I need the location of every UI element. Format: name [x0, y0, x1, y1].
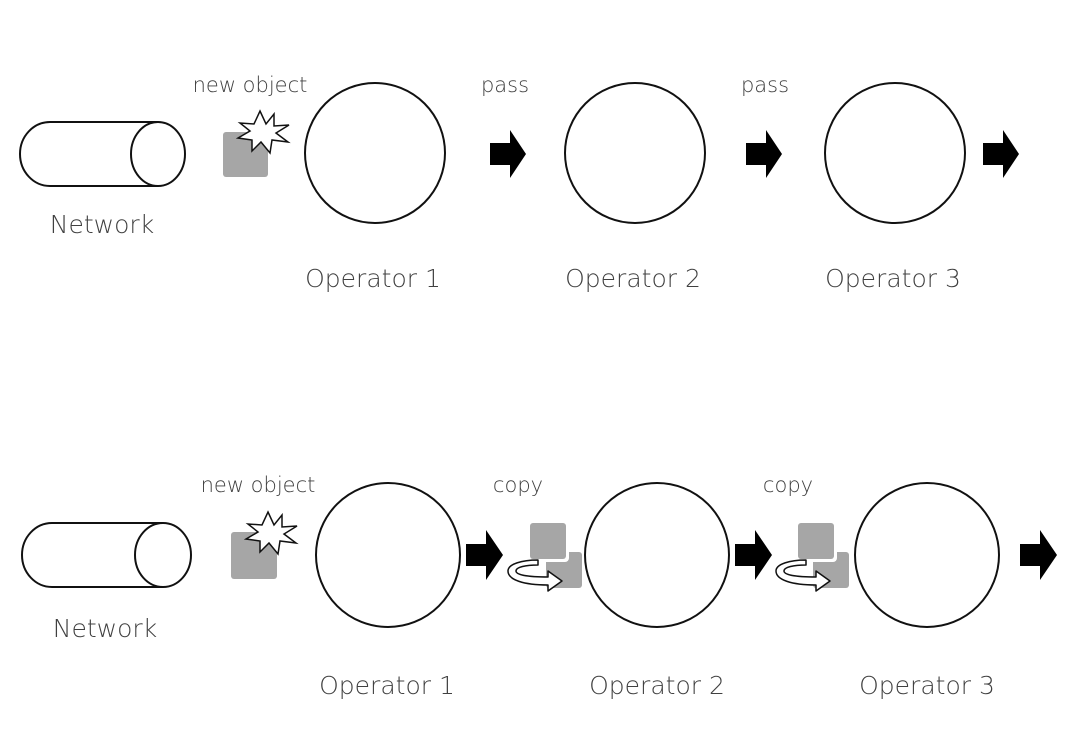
bottom-burst-icon	[243, 510, 299, 556]
bottom-arrow-2-icon	[735, 530, 772, 580]
top-operator-3-label: Operator 3	[825, 264, 961, 293]
top-burst-icon	[235, 109, 291, 155]
top-arrow-1-icon	[490, 130, 526, 178]
bottom-operator-2-label: Operator 2	[589, 671, 725, 700]
top-operator-2-circle	[564, 82, 706, 224]
bottom-copy-group-2	[775, 520, 849, 592]
copy-2-curved-arrow-icon	[775, 559, 831, 592]
bottom-network-label: Network	[53, 614, 157, 643]
bottom-operator-2-circle	[584, 482, 730, 628]
bottom-operator-3-label: Operator 3	[859, 671, 995, 700]
copy-2-original-square	[798, 523, 834, 559]
bottom-copy-group-1	[507, 520, 582, 592]
top-operator-1-label: Operator 1	[305, 264, 441, 293]
top-transfer-label-2: pass	[741, 73, 789, 97]
top-transfer-label-1: pass	[481, 73, 529, 97]
top-operator-3-circle	[824, 82, 966, 224]
top-operator-2-label: Operator 2	[565, 264, 701, 293]
top-network-cylinder	[19, 121, 186, 187]
bottom-transfer-label-2: copy	[763, 473, 813, 497]
bottom-transfer-label-1: copy	[493, 473, 543, 497]
top-arrow-2-icon	[746, 130, 782, 178]
bottom-arrow-3-icon	[1020, 530, 1057, 580]
copy-1-original-square	[530, 523, 566, 559]
bottom-new-object-label: new object	[201, 473, 316, 497]
bottom-arrow-1-icon	[466, 530, 503, 580]
bottom-network-cylinder	[21, 522, 192, 588]
top-new-object-label: new object	[193, 73, 308, 97]
bottom-operator-1-circle	[315, 482, 461, 628]
top-panel: Network new object pass pass Operator 1 …	[19, 73, 1019, 293]
copy-1-curved-arrow-icon	[507, 559, 563, 592]
top-arrow-3-icon	[983, 130, 1019, 178]
bottom-panel: Network new object copy copy	[21, 473, 1057, 700]
top-network-label: Network	[50, 210, 154, 239]
bottom-operator-3-circle	[854, 482, 1000, 628]
bottom-operator-1-label: Operator 1	[319, 671, 455, 700]
top-operator-1-circle	[304, 82, 446, 224]
